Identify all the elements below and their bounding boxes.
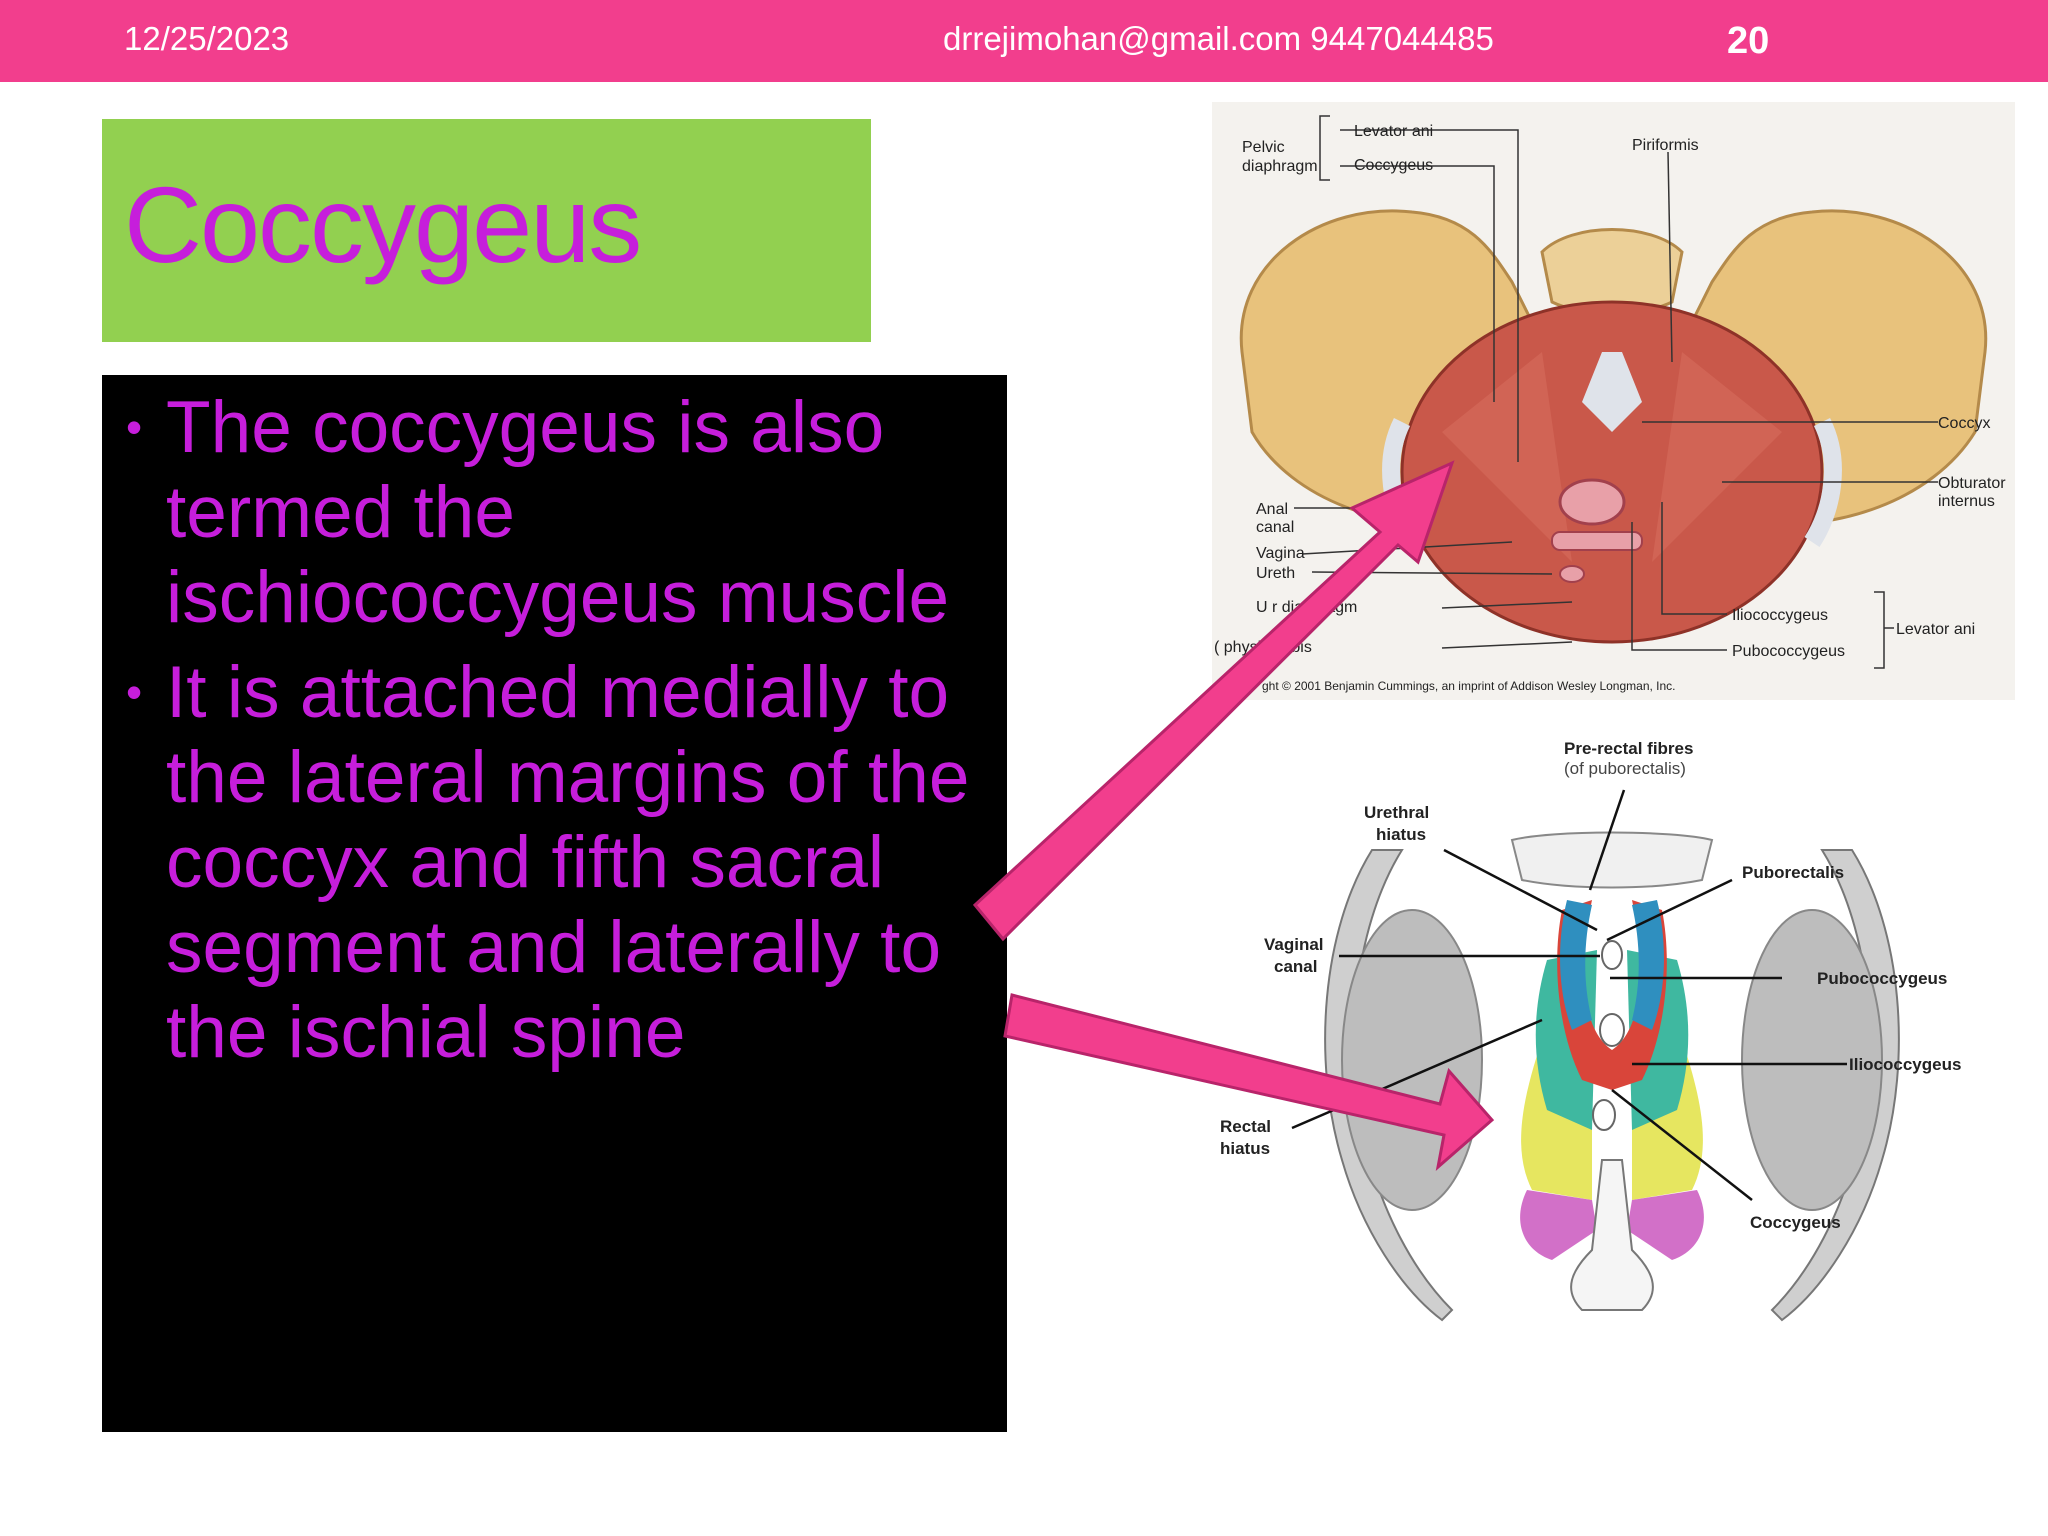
anal-canal-opening [1558,478,1626,526]
label-prerectal: Pre-rectal fibres [1564,739,1693,758]
label-vagina: Vagina [1256,545,1305,562]
label-iliococcygeus-bottom: Iliococcygeus [1849,1055,1961,1074]
bullet-item: • It is attached medially to the lateral … [124,650,994,1075]
label-urogenital-diaphragm: U r diaphragm [1256,599,1357,616]
label-copyright: ght © 2001 Benjamin Cummings, an imprint… [1262,679,1676,693]
label-rectal-hiatus: hiatus [1220,1139,1270,1158]
label-levator-ani-right: Levator ani [1896,621,1975,638]
bullet-dot-icon: • [126,666,143,718]
coccyx-ligament [1582,352,1642,432]
title-box: Coccygeus [102,119,871,342]
label-internus: internus [1938,493,1995,510]
content-box: • The coccygeus is also termed the ischio… [102,375,1007,1432]
label-obturator: Obturator [1938,475,2006,492]
slide-date: 12/25/2023 [124,20,290,57]
label-vaginal: Vaginal [1264,935,1324,954]
label-urethra: Ureth [1256,565,1295,582]
coccyx-bone [1570,1159,1654,1311]
leader-lines [1294,115,1938,669]
label-rectal: Rectal [1220,1117,1271,1136]
pubic-bone [1510,831,1714,889]
bullet-list: • The coccygeus is also termed the ischio… [124,385,994,1085]
label-pubococcygeus-bottom: Pubococcygeus [1817,969,1947,988]
header-bar: 12/25/2023 drrejimohan@gmail.com 9447044… [0,0,2048,82]
label-pelvic: Pelvic [1242,139,1285,156]
label-iliococcygeus-top: Iliococcygeus [1732,607,1828,624]
coccygeus-muscle-left [1442,352,1572,562]
label-coccygeus-bottom: Coccygeus [1750,1213,1841,1232]
pelvic-floor-figure-top: Pelvic diaphragm Levator ani Coccygeus P… [1212,102,2015,700]
label-diaphragm: diaphragm [1242,158,1318,175]
vagina-opening [1551,531,1643,551]
label-pubococcygeus-top: Pubococcygeus [1732,643,1845,660]
obturator-right [1804,417,1842,547]
label-symphysis: ( physis pubis [1214,639,1312,656]
coccygeus-muscle-right [1652,352,1782,562]
label-urethral: Urethral [1364,803,1429,822]
label-vaginal-canal: canal [1274,957,1317,976]
label-levator-ani: Levator ani [1354,123,1433,140]
bullet-text: It is attached medially to the lateral m… [166,652,970,1073]
urethra-opening [1559,565,1585,583]
slide-number: 20 [1727,20,1770,62]
label-piriformis: Piriformis [1632,137,1699,154]
label-coccyx: Coccyx [1938,415,1990,432]
coccygeus-left-muscle [1520,1190,1597,1260]
slide-title: Coccygeus [124,164,642,285]
right-obturator-muscle [1741,909,1883,1211]
rectal-hiatus-opening [1592,1099,1616,1131]
slide-footer: drrejimohan@gmail.com 9447044485 [943,20,1494,57]
bullet-text: The coccygeus is also termed the ischioc… [166,387,950,638]
label-canal: canal [1256,519,1294,536]
label-urethral-hiatus: hiatus [1376,825,1426,844]
pelvic-floor-figure-bottom: Pre-rectal fibres (of puborectalis) Uret… [1220,739,1961,1322]
bullet-item: • The coccygeus is also termed the ischio… [124,385,994,640]
label-puborectalis: Puborectalis [1742,863,1844,882]
label-anal: Anal [1256,501,1288,518]
coccygeus-right-muscle [1627,1190,1704,1260]
label-of-puborectalis: (of puborectalis) [1564,759,1686,778]
prerectal-fibres-right [1632,900,1664,1030]
urethral-hiatus-opening [1601,940,1623,970]
vaginal-canal-opening [1599,1013,1625,1047]
label-coccygeus-top: Coccygeus [1354,157,1433,174]
prerectal-fibres [1560,900,1592,1030]
bullet-dot-icon: • [126,401,143,453]
